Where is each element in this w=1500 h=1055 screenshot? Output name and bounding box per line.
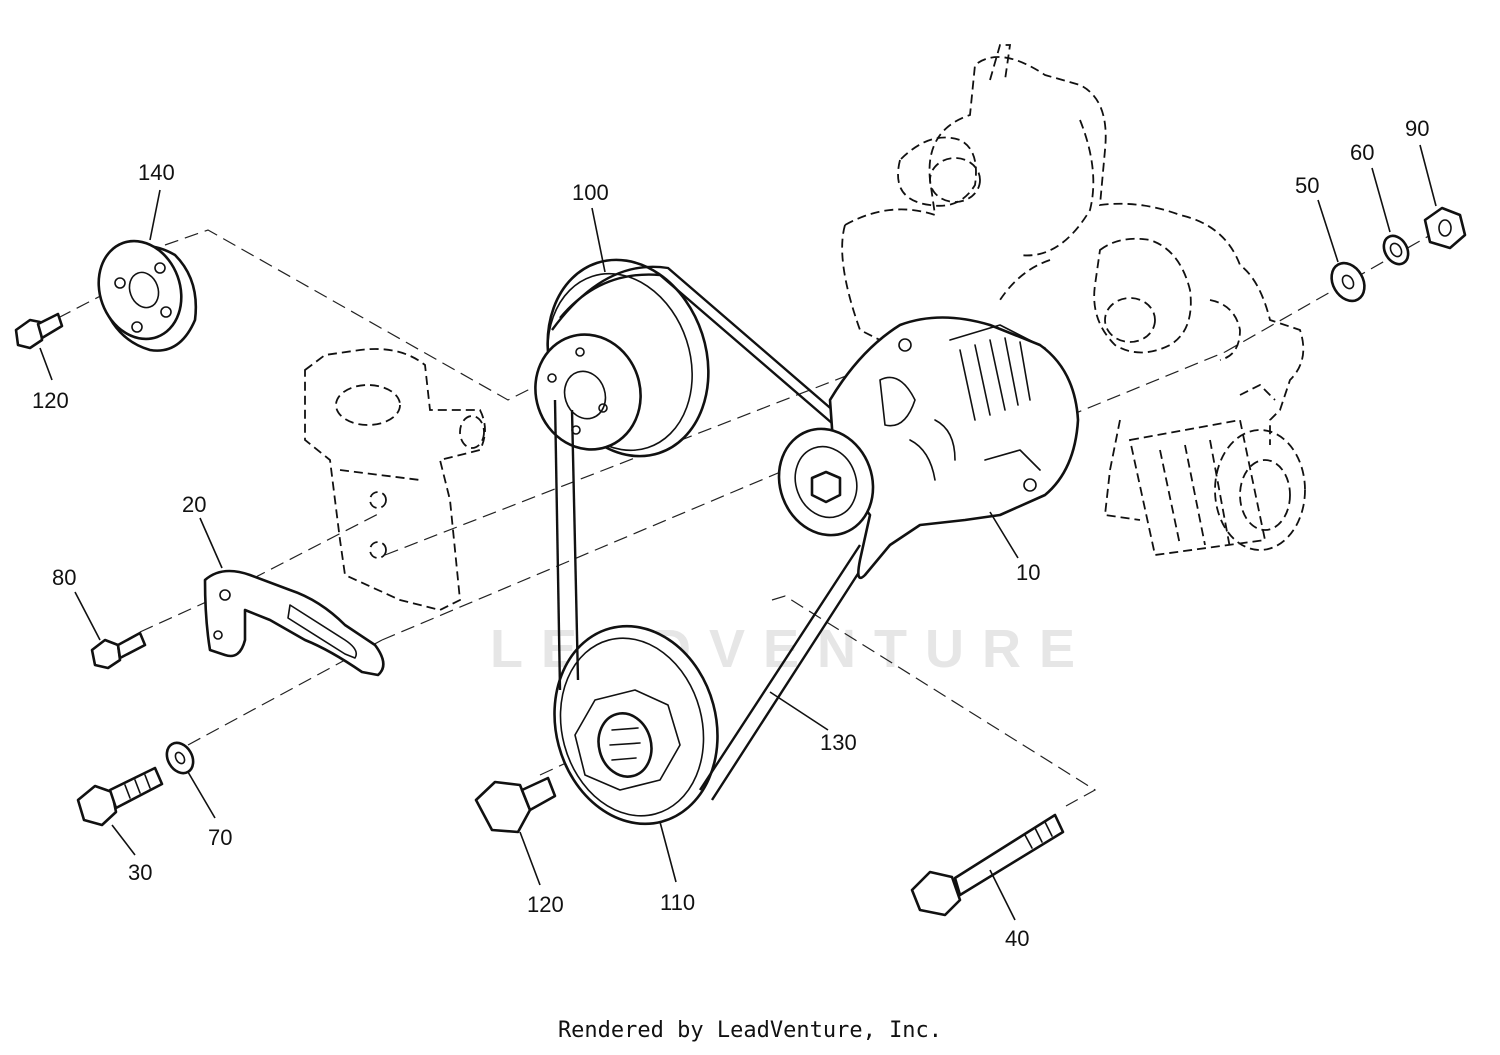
callout-120-bottom: 120 bbox=[527, 892, 564, 917]
callout-70: 70 bbox=[208, 825, 232, 850]
callout-130: 130 bbox=[820, 730, 857, 755]
callout-10: 10 bbox=[1016, 560, 1040, 585]
part-130-v-belt bbox=[551, 265, 874, 801]
water-pump-housing bbox=[304, 348, 486, 611]
part-140-spacer bbox=[97, 239, 198, 352]
leader-lines bbox=[39, 144, 1437, 921]
part-120-bolt-small bbox=[14, 312, 64, 350]
engine-housing bbox=[841, 44, 1305, 521]
oil-filter bbox=[1128, 418, 1306, 557]
part-90-nut bbox=[1423, 206, 1467, 250]
callout-20: 20 bbox=[182, 492, 206, 517]
part-80-bolt bbox=[90, 631, 147, 670]
callout-60: 60 bbox=[1350, 140, 1374, 165]
callout-50: 50 bbox=[1295, 173, 1319, 198]
part-60-lock-washer bbox=[1382, 234, 1410, 266]
part-10-alternator bbox=[777, 316, 1080, 580]
callout-90: 90 bbox=[1405, 116, 1429, 141]
callout-140: 140 bbox=[138, 160, 175, 185]
part-20-bracket bbox=[203, 569, 385, 677]
callout-30: 30 bbox=[128, 860, 152, 885]
part-70-washer bbox=[165, 741, 195, 775]
part-120-bolt-large bbox=[474, 776, 557, 834]
part-110-crank-pulley bbox=[553, 624, 719, 826]
part-30-bolt bbox=[76, 766, 164, 827]
callout-120-top: 120 bbox=[32, 388, 69, 413]
part-100-pulley bbox=[534, 258, 710, 458]
callout-80: 80 bbox=[52, 565, 76, 590]
callout-40: 40 bbox=[1005, 926, 1029, 951]
part-40-long-bolt bbox=[910, 813, 1065, 917]
alignment-lines bbox=[57, 224, 1449, 807]
callouts: 140 120 100 20 80 10 50 60 90 130 110 12… bbox=[32, 116, 1429, 951]
callout-100: 100 bbox=[572, 180, 609, 205]
callout-110: 110 bbox=[660, 890, 695, 915]
footer-credit: Rendered by LeadVenture, Inc. bbox=[557, 1018, 943, 1043]
part-50-washer bbox=[1330, 261, 1366, 303]
